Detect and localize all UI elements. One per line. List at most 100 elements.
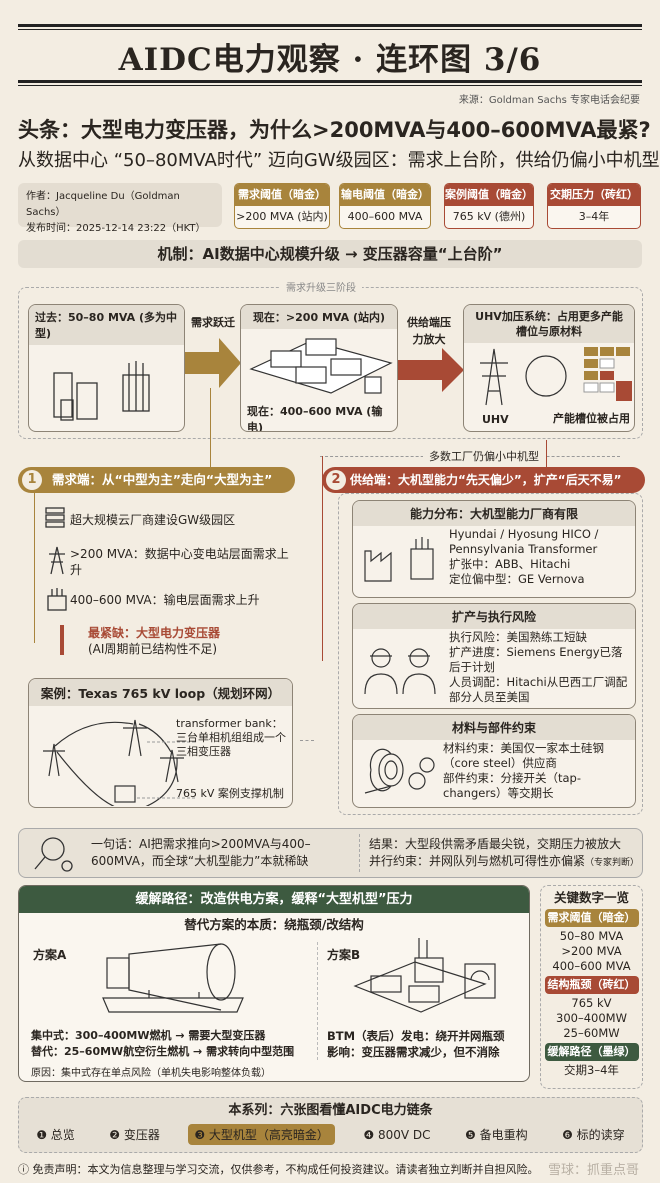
series-item-transformer[interactable]: ❷ 变压器 [109, 1128, 160, 1142]
series-item-overview[interactable]: ❶ 总览 [36, 1128, 75, 1142]
option-b-line: BTM（表后）发电：绕开并网瓶颈 [327, 1029, 505, 1043]
badge-demand-threshold: 需求阈值（暗金） >200 MVA (站内) [234, 183, 330, 229]
capacity-line: 定位偏中型：GE Vernova [449, 572, 585, 586]
series-box: 本系列：六张图看懂AIDC电力链条 ❶ 总览 ❷ 变压器 ❸ 大型机型（高亮暗金… [18, 1097, 643, 1153]
key-value: 300–400MW [556, 1011, 627, 1025]
mitigation-essence: 替代方案的本质：绕瓶颈/改结构 [184, 917, 364, 932]
key-group-label: 缓解路径（墨绿） [544, 1043, 639, 1061]
badge-value: >200 MVA (站内) [236, 210, 328, 223]
mitigation-header: 缓解路径：改造供电方案，缓释“大型机型”压力 [19, 886, 529, 913]
step-number: 2 [326, 470, 346, 490]
expansion-card: 扩产与执行风险 执行风险：美国熟练工短缺 扩产进度：Siemens Energy… [352, 603, 636, 709]
badge-label: 输电阈值（暗金） [340, 184, 430, 206]
badge-label: 交期压力（砖红） [548, 184, 640, 206]
case-link [300, 740, 314, 741]
option-a-title: 方案A [33, 948, 67, 962]
capacity-title: 能力分布：大机型能力厂商有限 [353, 501, 635, 526]
page-title: AIDC电力观察 · 连环图 3/6 [118, 42, 542, 78]
key-group-label: 结构瓶颈（砖红） [544, 976, 639, 994]
option-b-title: 方案B [327, 948, 361, 962]
datacenter-transformer-icon [53, 361, 150, 421]
stage-uhv-card: UHV加压系统：占用更多产能槽位与原材料 UHV 产能槽位被占用 [463, 304, 635, 432]
arrow1-label: 需求跃迁 [191, 316, 235, 329]
subheadline: 从数据中心 “50–80MVA时代” 迈向GW级园区：需求上台阶，供给仍偏小中机… [18, 150, 660, 171]
option-a-line: 集中式：300–400MW燃机 → 需要大型变压器 [31, 1029, 266, 1042]
gas-turbine-icon [102, 943, 244, 1013]
materials-title: 材料与部件约束 [353, 715, 635, 740]
badge-transmission-threshold: 输电阈值（暗金）400–600 MVA [339, 183, 431, 229]
expansion-line: 人员调配：Hitachi从巴西工厂调配部分人员至美国 [449, 675, 628, 704]
uhv-slots-icon [480, 347, 632, 406]
key-numbers-box: 关键数字一览 需求阈值（暗金） 50–80 MVA >200 MVA 400–6… [540, 885, 643, 1089]
materials-card: 材料与部件约束 材料约束：美国仅一家本土硅钢（core steel）供应商 部件… [352, 714, 636, 808]
option-divider [317, 942, 318, 1060]
key-value: 400–600 MVA [552, 959, 631, 973]
arrow2-label: 供给端压力放大 [407, 316, 451, 346]
demand-item-2: >200 MVA：数据中心变电站层面需求上升 [70, 547, 289, 577]
demand-connector [210, 388, 211, 468]
title-rule-top [18, 24, 642, 30]
case-title: 案例：Texas 765 kV loop（规划环网） [29, 679, 292, 706]
badge-case-threshold: 案例阈值（暗金） 765 kV (德州) [444, 183, 534, 229]
key-value: 50–80 MVA [559, 929, 624, 943]
result-text: 结果：大型段供需矛盾最尖锐，交期压力被放大 [369, 837, 622, 851]
slots-label: 产能槽位被占用 [553, 412, 630, 425]
summary-result: 结果：大型段供需矛盾最尖锐，交期压力被放大 并行约束：并网队列与燃机可得性亦偏紧… [369, 836, 639, 872]
supply-tree-line [322, 456, 323, 661]
author: 作者：Jacqueline Du（Goldman Sachs） [26, 191, 180, 218]
option-a-lines: 集中式：300–400MW燃机 → 需要大型变压器 替代：25–60MW航空衍生… [31, 1028, 313, 1060]
demand-item-1: 超大规模云厂商建设GW级园区 [70, 513, 236, 527]
series-nav: ❶ 总览 ❷ 变压器 ❸ 大型机型（高亮暗金） ❹ 800V DC ❺ 备电重构… [19, 1124, 642, 1145]
uhv-label: UHV [482, 413, 509, 426]
capacity-line: 扩张中：ABB、Hitachi [449, 557, 571, 571]
capacity-line: Hyundai / Hyosung HICO / Pennsylvania Tr… [449, 527, 599, 556]
watermark: 雪球：抓重点哥 [548, 1163, 640, 1178]
key-value: 25–60MW [563, 1026, 620, 1040]
series-item-large-units-active[interactable]: ❸ 大型机型（高亮暗金） [188, 1124, 335, 1145]
stage-now-bottom: 现在：400–600 MVA (输电) [247, 405, 383, 432]
campus-icon [249, 338, 393, 394]
demand-item-3: 400–600 MVA：输电层面需求上升 [70, 593, 260, 607]
arrow-supply-pressure [398, 348, 464, 392]
title-rule-bottom [18, 80, 642, 86]
key-value: 交期3–4年 [564, 1063, 619, 1077]
parallel-text: 并行约束：并网队列与燃机可得性亦偏紧 [369, 854, 586, 868]
badge-label: 案例阈值（暗金） [445, 184, 533, 206]
case-card: 案例：Texas 765 kV loop（规划环网） transformer b… [28, 678, 293, 808]
headline: 头条：大型电力变压器，为什么>200MVA与400–600MVA最紧? [18, 118, 651, 142]
texas-loop-icon [43, 719, 197, 807]
stages-label: 需求升级三阶段 [280, 279, 362, 294]
magnifier-gear-icon [34, 837, 73, 872]
expansion-lines: 执行风险：美国熟练工短缺 扩产进度：Siemens Energy已落后于计划 人… [449, 630, 633, 705]
materials-line: 部件约束：分接开关（tap-changers）等交期长 [443, 771, 582, 800]
expansion-line: 扩产进度：Siemens Energy已落后于计划 [449, 645, 623, 674]
stage-now-card: 现在：>200 MVA (站内) 现在：400–600 MVA (输电) [240, 304, 398, 432]
steel-coil-gears-icon [364, 748, 435, 794]
badge-value: 765 kV (德州) [452, 210, 526, 223]
badge-label: 需求阈值（暗金） [235, 184, 329, 206]
meta-box: 作者：Jacqueline Du（Goldman Sachs） 发布时间：202… [18, 183, 222, 234]
stage-uhv-title: UHV加压系统：占用更多产能槽位与原材料 [464, 305, 634, 343]
summary-box: 一句话：AI把需求推向>200MVA与400–600MVA，而全球“大机型能力”… [18, 828, 643, 878]
capacity-lines: Hyundai / Hyosung HICO / Pennsylvania Tr… [449, 527, 633, 587]
materials-lines: 材料约束：美国仅一家本土硅钢（core steel）供应商 部件约束：分接开关（… [443, 741, 633, 801]
transformer-bank-note: transformer bank：三台单相机组组成一个三相变压器 [176, 717, 286, 758]
demand-header-text: 需求端：从“中型为主”走向“大型为主” [52, 472, 273, 487]
capacity-card: 能力分布：大机型能力厂商有限 Hyundai / Hyosung HICO / … [352, 500, 636, 598]
series-item-800v-dc[interactable]: ❹ 800V DC [363, 1127, 431, 1142]
materials-line: 材料约束：美国仅一家本土硅钢（core steel）供应商 [443, 741, 604, 770]
transformer-icon [47, 588, 67, 611]
server-icon [45, 507, 65, 528]
connector-label: 多数工厂仍偏小中机型 [423, 448, 545, 464]
option-a-line: 替代：25–60MW航空衍生燃机 → 需求转向中型范围 [31, 1045, 295, 1058]
series-item-targets[interactable]: ❻ 标的读穿 [562, 1128, 625, 1142]
published-time: 发布时间：2025-12-14 23:22（HKT） [26, 223, 206, 234]
tight-marker [60, 625, 64, 655]
stage-past-title: 过去：50–80 MVA (多为中型) [29, 305, 184, 345]
parallel-note: （专家判断） [585, 858, 640, 868]
series-item-backup-power[interactable]: ❺ 备电重构 [465, 1128, 528, 1142]
key-numbers-title: 关键数字一览 [553, 890, 629, 905]
factory-transformer-icon [364, 537, 434, 582]
case-support-note: 765 kV 案例支撑机制 [176, 787, 284, 800]
